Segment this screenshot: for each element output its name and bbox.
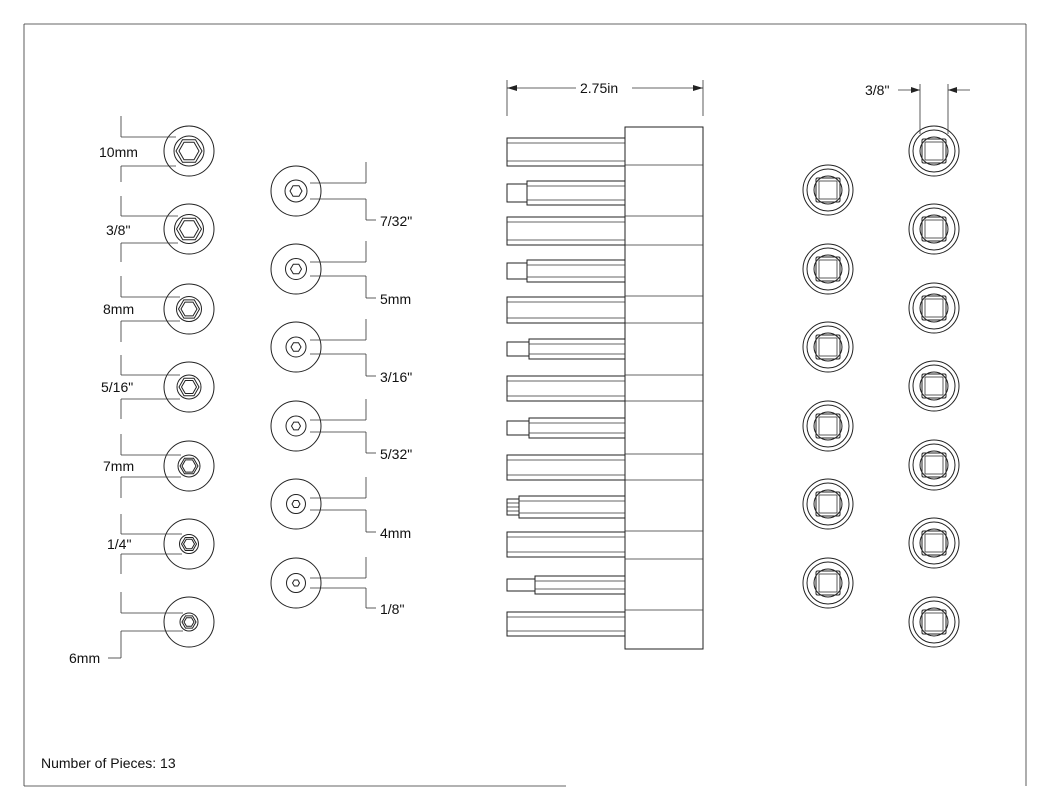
square-socket-end-view	[908, 439, 960, 491]
overall-length-dimension: 2.75in	[506, 80, 704, 116]
size-label: 1/4"	[107, 536, 131, 552]
square-drive-column-a	[802, 164, 854, 609]
socket-end-view	[270, 165, 322, 217]
socket-end-view	[163, 283, 215, 335]
socket-end-view	[270, 321, 322, 373]
socket-end-view	[163, 440, 215, 492]
size-label: 3/8"	[106, 222, 130, 238]
square-socket-end-view	[908, 360, 960, 412]
hex-bits-side	[506, 137, 626, 637]
socket-end-view	[270, 400, 322, 452]
holder-divisions	[625, 164, 703, 611]
size-label: 5/32"	[380, 446, 412, 462]
size-label: 4mm	[380, 525, 411, 541]
size-label: 6mm	[69, 650, 100, 666]
square-socket-end-view	[908, 203, 960, 255]
socket-end-view	[163, 596, 215, 648]
square-drive-column-b	[908, 125, 960, 648]
size-label: 8mm	[103, 301, 134, 317]
socket-end-view	[163, 518, 215, 570]
square-socket-end-view	[802, 478, 854, 530]
square-socket-end-view	[908, 282, 960, 334]
socket-end-view	[270, 478, 322, 530]
square-drive-dimension: 3/8"	[865, 82, 970, 134]
socket-end-view	[270, 243, 322, 295]
bit-holder-side-view: 2.75in	[506, 80, 704, 650]
square-socket-end-view	[908, 517, 960, 569]
socket-end-view	[163, 203, 215, 255]
holder-body	[624, 126, 704, 650]
size-label: 3/16"	[380, 369, 412, 385]
middle-socket-column: 7/32" 5mm 3/16" 5/32" 4mm 1/8"	[270, 162, 412, 617]
square-socket-end-view	[908, 596, 960, 648]
socket-end-view	[163, 125, 215, 177]
dimension-lines	[310, 162, 376, 609]
socket-end-view	[163, 361, 215, 413]
size-label: 7/32"	[380, 213, 412, 229]
square-socket-end-view	[802, 400, 854, 452]
dimension-label: 3/8"	[865, 82, 889, 98]
square-socket-end-view	[802, 243, 854, 295]
square-socket-end-view	[802, 321, 854, 373]
square-socket-end-view	[802, 557, 854, 609]
piece-count: Number of Pieces: 13	[41, 755, 176, 771]
size-label: 7mm	[103, 458, 134, 474]
sheet-border	[23, 23, 1027, 787]
dimension-lines	[108, 116, 183, 659]
square-socket-end-view	[802, 164, 854, 216]
size-label: 1/8"	[380, 601, 404, 617]
dimension-label: 2.75in	[580, 80, 618, 96]
size-label: 5mm	[380, 291, 411, 307]
square-socket-end-view	[908, 125, 960, 177]
size-label: 10mm	[99, 144, 138, 160]
socket-end-view	[270, 557, 322, 609]
size-label: 5/16"	[101, 379, 133, 395]
left-socket-column: 10mm 3/8" 8mm 5/16" 7mm 1/4" 6mm	[69, 116, 215, 666]
